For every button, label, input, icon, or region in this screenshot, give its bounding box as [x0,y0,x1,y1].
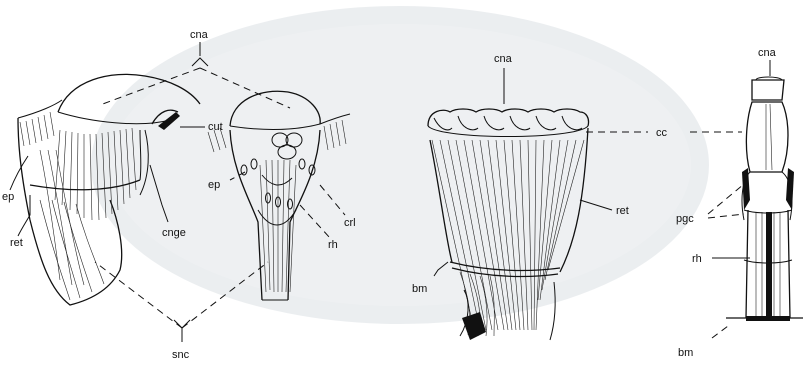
label-rh-left: rh [328,239,338,251]
label-cc: cc [656,127,668,139]
label-ep-left: ep [2,191,14,203]
label-bm-right: bm [678,347,693,359]
label-ret-middle: ret [616,205,629,217]
label-cut: cut [208,121,223,133]
label-crl: crl [344,217,356,229]
label-ret-left: ret [10,237,23,249]
label-cnge: cnge [162,227,186,239]
label-cna-left: cna [190,29,209,41]
label-pgc: pgc [676,213,694,225]
label-ep-right: ep [208,179,220,191]
panel-single-ommatidium [708,60,803,338]
label-rh-right: rh [692,253,702,265]
label-snc: snc [172,349,190,361]
label-cna-right: cna [758,47,777,59]
label-cna-middle: cna [494,53,513,65]
watermark-seal [100,15,700,315]
label-bm-middle: bm [412,283,427,295]
